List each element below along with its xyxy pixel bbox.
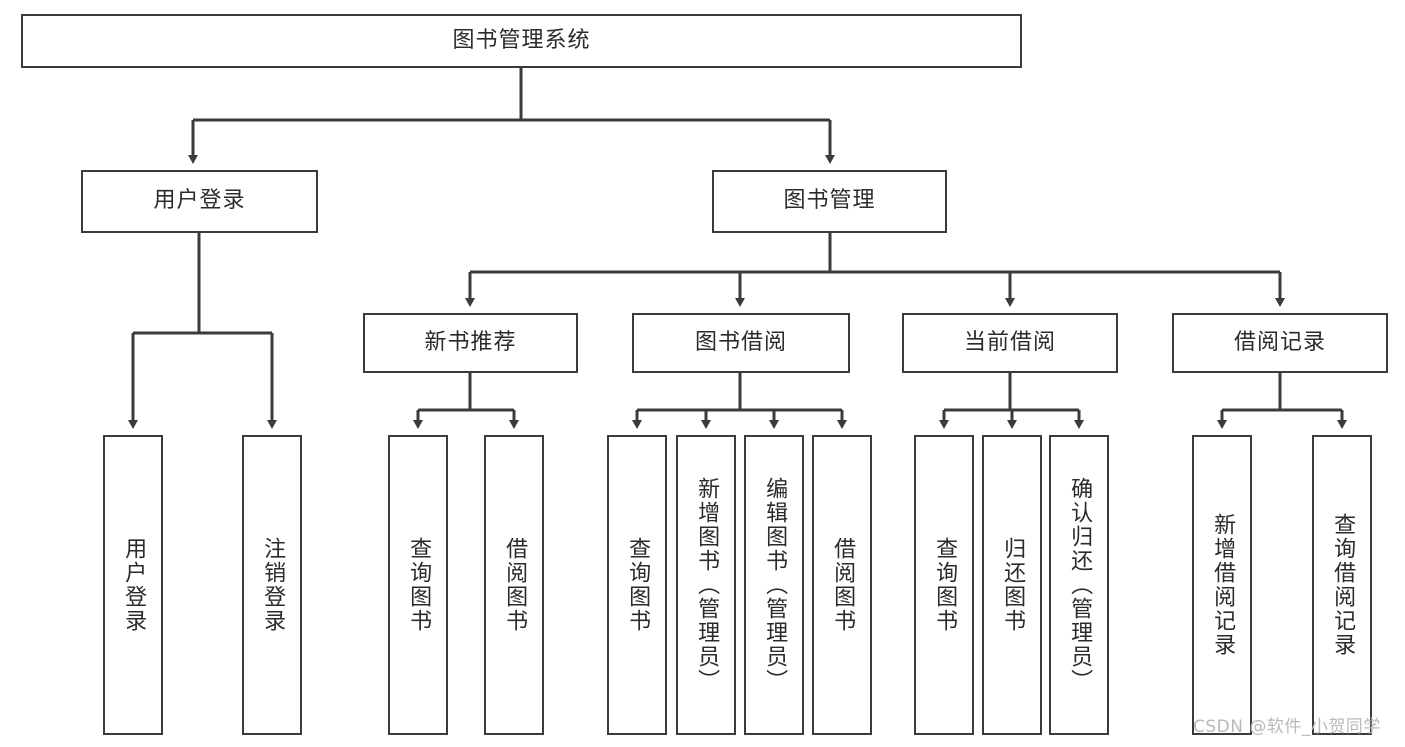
node-book-borrow[interactable]: 图书借阅 xyxy=(632,313,850,373)
leaf-label: 编辑图书（管理员） xyxy=(762,477,788,693)
leaf-label: 归还图书 xyxy=(1000,537,1026,633)
leaf-label: 借阅图书 xyxy=(830,537,856,633)
leaf-label: 查询借阅记录 xyxy=(1330,513,1356,657)
leaf-add-borrow-record[interactable]: 新增借阅记录 xyxy=(1192,435,1252,735)
node-borrow-record-label: 借阅记录 xyxy=(1233,329,1326,355)
leaf-borrow-book-newbook[interactable]: 借阅图书 xyxy=(484,435,544,735)
node-book-management-label: 图书管理 xyxy=(783,188,876,214)
leaf-confirm-return-admin[interactable]: 确认归还（管理员） xyxy=(1049,435,1109,735)
leaf-label: 借阅图书 xyxy=(502,537,528,633)
node-borrow-record[interactable]: 借阅记录 xyxy=(1172,313,1388,373)
node-user-login-label: 用户登录 xyxy=(153,188,246,214)
leaf-user-login[interactable]: 用户登录 xyxy=(103,435,163,735)
leaf-query-book-borrow[interactable]: 查询图书 xyxy=(607,435,667,735)
leaf-label: 确认归还（管理员） xyxy=(1067,477,1093,693)
leaf-label: 查询图书 xyxy=(625,537,651,633)
leaf-query-borrow-record[interactable]: 查询借阅记录 xyxy=(1312,435,1372,735)
node-book-borrow-label: 图书借阅 xyxy=(694,329,787,355)
node-new-book-recommend-label: 新书推荐 xyxy=(424,329,517,355)
leaf-edit-book-admin[interactable]: 编辑图书（管理员） xyxy=(744,435,804,735)
node-current-borrow[interactable]: 当前借阅 xyxy=(902,313,1118,373)
node-current-borrow-label: 当前借阅 xyxy=(963,329,1056,355)
leaf-label: 新增图书（管理员） xyxy=(694,477,720,693)
leaf-return-book[interactable]: 归还图书 xyxy=(982,435,1042,735)
node-book-management[interactable]: 图书管理 xyxy=(712,170,947,233)
node-root[interactable]: 图书管理系统 xyxy=(21,14,1022,68)
leaf-label: 用户登录 xyxy=(121,537,147,633)
node-user-login[interactable]: 用户登录 xyxy=(81,170,318,233)
node-new-book-recommend[interactable]: 新书推荐 xyxy=(363,313,578,373)
leaf-query-book-current[interactable]: 查询图书 xyxy=(914,435,974,735)
leaf-label: 查询图书 xyxy=(932,537,958,633)
leaf-label: 注销登录 xyxy=(260,537,286,633)
leaf-query-book-newbook[interactable]: 查询图书 xyxy=(388,435,448,735)
leaf-label: 查询图书 xyxy=(406,537,432,633)
leaf-logout[interactable]: 注销登录 xyxy=(242,435,302,735)
leaf-borrow-book[interactable]: 借阅图书 xyxy=(812,435,872,735)
leaf-add-book-admin[interactable]: 新增图书（管理员） xyxy=(676,435,736,735)
node-root-label: 图书管理系统 xyxy=(452,27,591,53)
leaf-label: 新增借阅记录 xyxy=(1210,513,1236,657)
